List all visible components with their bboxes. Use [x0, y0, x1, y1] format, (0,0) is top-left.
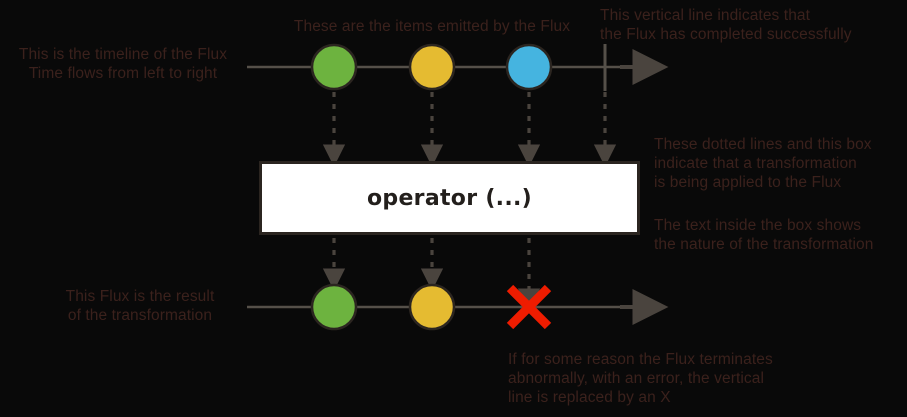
result-marble-yellow	[408, 283, 456, 331]
operator-label: operator (...)	[367, 185, 532, 211]
annotation-box-text-meaning: The text inside the box shows the nature…	[654, 217, 874, 253]
annotation-error-terminate: If for some reason the Flux terminates a…	[508, 351, 773, 406]
annotation-items-emitted: These are the items emitted by the Flux	[293, 18, 571, 35]
connectors-into-operator	[322, 92, 617, 167]
annotation-completion-line: This vertical line indicates that the Fl…	[600, 7, 852, 43]
source-marble-yellow	[408, 43, 456, 91]
result-timeline-group	[247, 283, 669, 331]
source-marble-blue	[505, 43, 553, 91]
connectors-out-of-operator	[322, 238, 541, 311]
error-x-icon	[506, 284, 552, 330]
source-timeline-group	[247, 43, 669, 91]
source-marble-green	[310, 43, 358, 91]
annotation-timeline-left: This is the timeline of the Flux Time fl…	[18, 46, 228, 82]
annotation-transformation: These dotted lines and this box indicate…	[654, 136, 872, 191]
operator-box[interactable]: operator (...)	[259, 161, 640, 235]
result-marble-green	[310, 283, 358, 331]
annotation-result-flux: This Flux is the result of the transform…	[65, 288, 215, 324]
